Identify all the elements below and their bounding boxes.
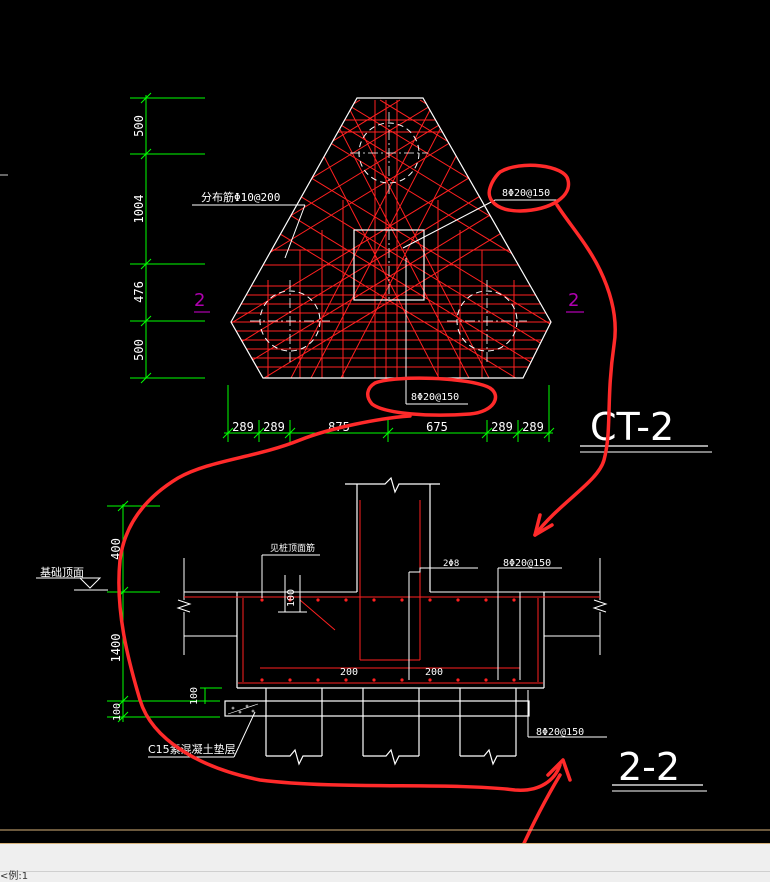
section-rebar-dots [260,598,516,682]
plan-horizontal-dimensions [222,385,555,442]
section-rebar-bottom-note: 8Φ20@150 [536,727,584,738]
section-dim-v-3: 100 [112,703,123,721]
c15-concrete-note: C15素混凝土垫层 [148,742,236,756]
plan-dim-h-6: 289 [522,420,544,434]
markup-ellipse-bottom-note [366,376,498,417]
rebar-note-right: 8Φ20@150 [502,188,550,199]
plan-rebar-mesh [231,99,551,378]
plan-centerlines [250,112,527,362]
plan-dim-h-2: 289 [263,420,285,434]
plan-dim-v-1: 500 [132,115,146,137]
section-cap-outline [236,592,545,689]
plan-dim-h-5: 289 [491,420,513,434]
section-dim-200-left: 200 [340,667,358,678]
rebar-note-right-leader [402,199,496,249]
elevation-triangle-icon [78,577,102,589]
pile-cap-outline [230,97,552,379]
markup-loop-path [117,414,562,792]
markup-arrowhead-2 [546,758,572,782]
plan-dim-h-4: 675 [426,420,448,434]
rebar-small-note: 2Φ8 [443,559,459,569]
plan-vertical-dimensions [130,92,205,384]
section-title: 2-2 [618,745,680,789]
section-dim-200-right: 200 [425,667,443,678]
command-line-text[interactable]: <例:1 [0,871,29,882]
plan-piles [259,122,518,352]
c15-bedding-layer [224,700,530,717]
markup-arrow-path-1 [533,203,617,537]
section-view: 400 1400 100 100 基础顶面 [36,476,707,792]
column-outline [353,229,425,301]
section-mark-right: 2 [568,290,579,311]
distribution-rebar-note: 分布筋Φ10@200 [201,190,280,204]
section-rebar-top-note: 8Φ20@150 [503,558,551,569]
section-mark-left: 2 [194,290,205,311]
section-rebars [184,500,600,684]
plan-dim-h-1: 289 [232,420,254,434]
foundation-top-label: 基础顶面 [40,566,84,579]
section-dim-100-a: 100 [286,589,297,607]
section-dim-100-b: 100 [189,687,200,705]
plan-view: 500 1004 476 500 [130,92,712,453]
beam-note: 见桩顶面筋 [270,542,315,554]
rebar-note-bottom: 8Φ20@150 [411,392,459,403]
section-piles [265,688,517,766]
hand-markup [117,163,617,854]
section-ground-lines [176,558,608,655]
plan-dim-v-3: 476 [132,281,146,303]
command-bar[interactable]: <例:1 [0,843,770,882]
markup-ellipse-right-note [487,163,571,213]
plan-title: CT-2 [590,405,674,449]
bedding-hatch [227,703,259,715]
markup-arrowhead-1 [533,513,554,537]
section-inner-lines [261,554,562,680]
section-dim-v-2: 1400 [109,634,123,663]
section-column [345,476,440,592]
plan-dim-v-4: 500 [132,339,146,361]
command-bar-divider [0,871,770,872]
plan-dim-v-2: 1004 [132,195,146,224]
section-vertical-dimensions [107,500,222,723]
